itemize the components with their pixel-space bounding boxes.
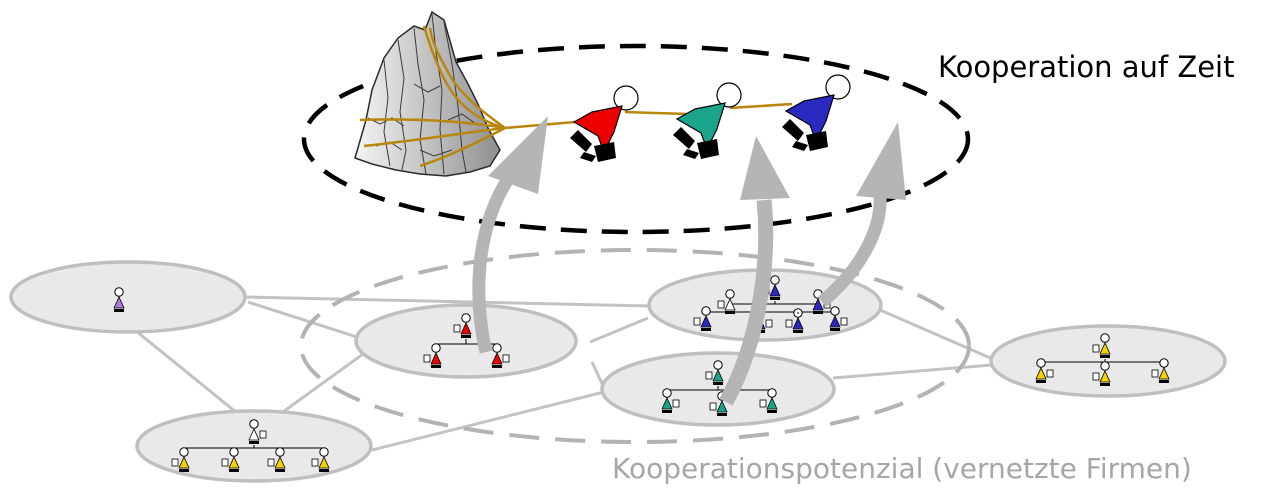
climber-icon (782, 74, 851, 151)
climber-icon (673, 82, 742, 159)
person-icon (248, 419, 267, 444)
rope (359, 25, 793, 168)
climbers (570, 74, 851, 162)
arrow (472, 172, 516, 354)
person-icon (423, 343, 442, 368)
person-icon (705, 360, 724, 385)
person-icon (491, 343, 510, 368)
cooperation-ellipse (301, 43, 971, 235)
person-icon (1092, 333, 1111, 358)
arrow-head (856, 122, 906, 200)
network-link (371, 388, 613, 452)
cooperation-label: Kooperation auf Zeit (938, 50, 1235, 84)
company-node-purple (9, 260, 247, 334)
network-link (247, 300, 361, 340)
network-label: Kooperationspotenzial (vernetzte Firmen) (612, 452, 1192, 485)
arrow-head (740, 136, 790, 200)
person-icon (661, 388, 680, 413)
person-icon (759, 388, 778, 413)
person-icon (693, 306, 712, 331)
person-icon (453, 313, 472, 338)
arrow-head (488, 116, 548, 194)
person-icon (311, 447, 330, 472)
network-link (244, 295, 651, 308)
arrow (719, 199, 774, 406)
climber-icon (570, 85, 639, 162)
arrow (817, 195, 887, 307)
network-potential-ellipse (299, 248, 971, 444)
person-icon (829, 306, 848, 331)
person-icon (1092, 361, 1111, 386)
mountain-icon (354, 10, 501, 177)
network-link (879, 308, 996, 362)
person-icon (171, 447, 190, 472)
network-link (589, 316, 649, 344)
org-charts (113, 275, 1170, 472)
arrows (472, 116, 906, 406)
network-link (832, 363, 993, 380)
person-icon (267, 447, 286, 472)
person-icon (1151, 358, 1170, 383)
person-icon (1035, 358, 1054, 383)
person-icon (113, 287, 125, 312)
person-icon (221, 447, 240, 472)
